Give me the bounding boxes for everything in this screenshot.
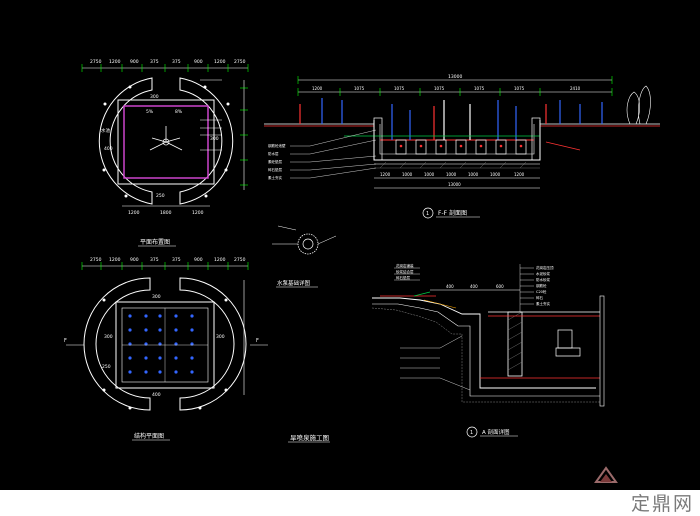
section-marker: F: [256, 338, 259, 344]
plan-label: 5%: [146, 109, 154, 115]
section-marker: F: [64, 338, 67, 344]
dim-text: 375: [172, 257, 181, 263]
dim-text: 1075: [474, 86, 485, 91]
dim-text: 13000: [448, 182, 461, 187]
watermark-logo: [594, 466, 618, 483]
dim-text: 1200: [214, 59, 226, 65]
nozzle-grid: [128, 314, 194, 374]
dim-text: 1200: [214, 257, 226, 263]
dim-text: 1000: [402, 172, 413, 177]
dim-text: 1000: [446, 172, 457, 177]
watermark-text: 定鼎网: [630, 493, 694, 515]
small-detail-title: 水泵基础详图: [277, 279, 311, 287]
dim-text: 900: [194, 257, 203, 263]
dim-text: 1000: [468, 172, 479, 177]
detail-a: 400 400 600: [371, 263, 605, 438]
plan-bottom-title: 结构平面图: [134, 432, 164, 440]
dim-text: 1200: [128, 210, 140, 216]
dim-text: 2750: [90, 59, 102, 65]
dim-text: 900: [130, 59, 139, 65]
plan-label: 400: [104, 146, 113, 152]
drawing-sheet: 2750 1200 900 375 375 900 1200 2750: [0, 0, 700, 490]
section-note: 素土夯实: [268, 175, 282, 180]
small-detail: 水泵基础详图: [272, 225, 337, 288]
detail-title: A 剖面详图: [482, 428, 510, 436]
dim-text: 2410: [570, 86, 581, 91]
plan-label: 250: [156, 193, 165, 199]
section-note: 钢筋砼池壁: [268, 143, 286, 148]
plan-label: 8%: [175, 109, 183, 115]
section-note: 碎石垫层: [268, 167, 282, 172]
dim-text: 900: [130, 257, 139, 263]
main-title: 旱喷泉施工图: [290, 433, 329, 442]
detail-note: 花岗岩压顶: [536, 265, 554, 270]
dim-text: 2750: [234, 59, 246, 65]
dim-text: 1075: [354, 86, 365, 91]
dim-text: 1200: [380, 172, 391, 177]
lower-label: 400: [152, 392, 161, 398]
detail-note-left: 花岗岩铺装: [396, 263, 414, 268]
section-ff: 13000 1200 1075 1075 1075 1075 1075 2410: [264, 74, 660, 219]
section-title-num: 1: [426, 211, 429, 217]
dim-text: 13000: [448, 74, 462, 80]
watermark: 定鼎网: [631, 490, 694, 515]
plan-label: 水池: [101, 127, 110, 134]
plan-label: 300: [210, 136, 219, 142]
dim-text: 1800: [160, 210, 172, 216]
plan-label: 300: [150, 94, 159, 100]
section-number-circle: [422, 207, 434, 219]
dim-text: 900: [194, 59, 203, 65]
detail-note: 素土夯实: [536, 301, 550, 306]
dim-text: 1000: [490, 172, 501, 177]
section-note: 素砼垫层: [268, 159, 282, 164]
detail-note: 碎石: [536, 295, 544, 300]
section-note: 防水层: [268, 151, 279, 156]
dim-text: 600: [496, 284, 504, 289]
plan-top-title: 平面布置图: [140, 238, 170, 246]
dim-text: 1200: [312, 86, 323, 91]
dim-text: 1075: [514, 86, 525, 91]
section-title: F-F 剖面图: [438, 209, 467, 217]
detail-note: 钢筋砼: [536, 283, 547, 288]
lower-label: 300: [216, 334, 225, 340]
cad-drawing-svg: 2750 1200 900 375 375 900 1200 2750: [64, 59, 660, 483]
dim-text: 1200: [109, 257, 121, 263]
dim-text: 375: [150, 257, 159, 263]
plan-top: 2750 1200 900 375 375 900 1200 2750: [81, 59, 249, 247]
detail-title-num: 1: [470, 430, 473, 436]
dim-text: 400: [446, 284, 454, 289]
detail-note: 防水砂浆: [536, 277, 550, 282]
dim-text: 1075: [394, 86, 405, 91]
dim-text: 1200: [192, 210, 204, 216]
plan-bottom: 2750 1200 900 375 375 900 1200 2750: [64, 257, 268, 441]
dim-text: 1200: [514, 172, 525, 177]
detail-note: C20砼: [536, 289, 547, 294]
dim-text: 2750: [90, 257, 102, 263]
detail-note: 水泥砂浆: [536, 271, 550, 276]
dim-text: 2750: [234, 257, 246, 263]
detail-number-circle: [466, 426, 478, 438]
lower-label: 300: [104, 334, 113, 340]
tree-icon: [626, 85, 651, 125]
dim-text: 400: [470, 284, 478, 289]
dim-text: 375: [150, 59, 159, 65]
lower-label: 300: [152, 294, 161, 300]
detail-note-left: 碎石垫层: [396, 275, 410, 280]
dim-text: 1075: [434, 86, 445, 91]
lower-label: 250: [102, 364, 111, 370]
dim-text: 1200: [109, 59, 121, 65]
dim-text: 375: [172, 59, 181, 65]
detail-note-left: 砂浆结合层: [396, 269, 414, 274]
dim-text: 1000: [424, 172, 435, 177]
